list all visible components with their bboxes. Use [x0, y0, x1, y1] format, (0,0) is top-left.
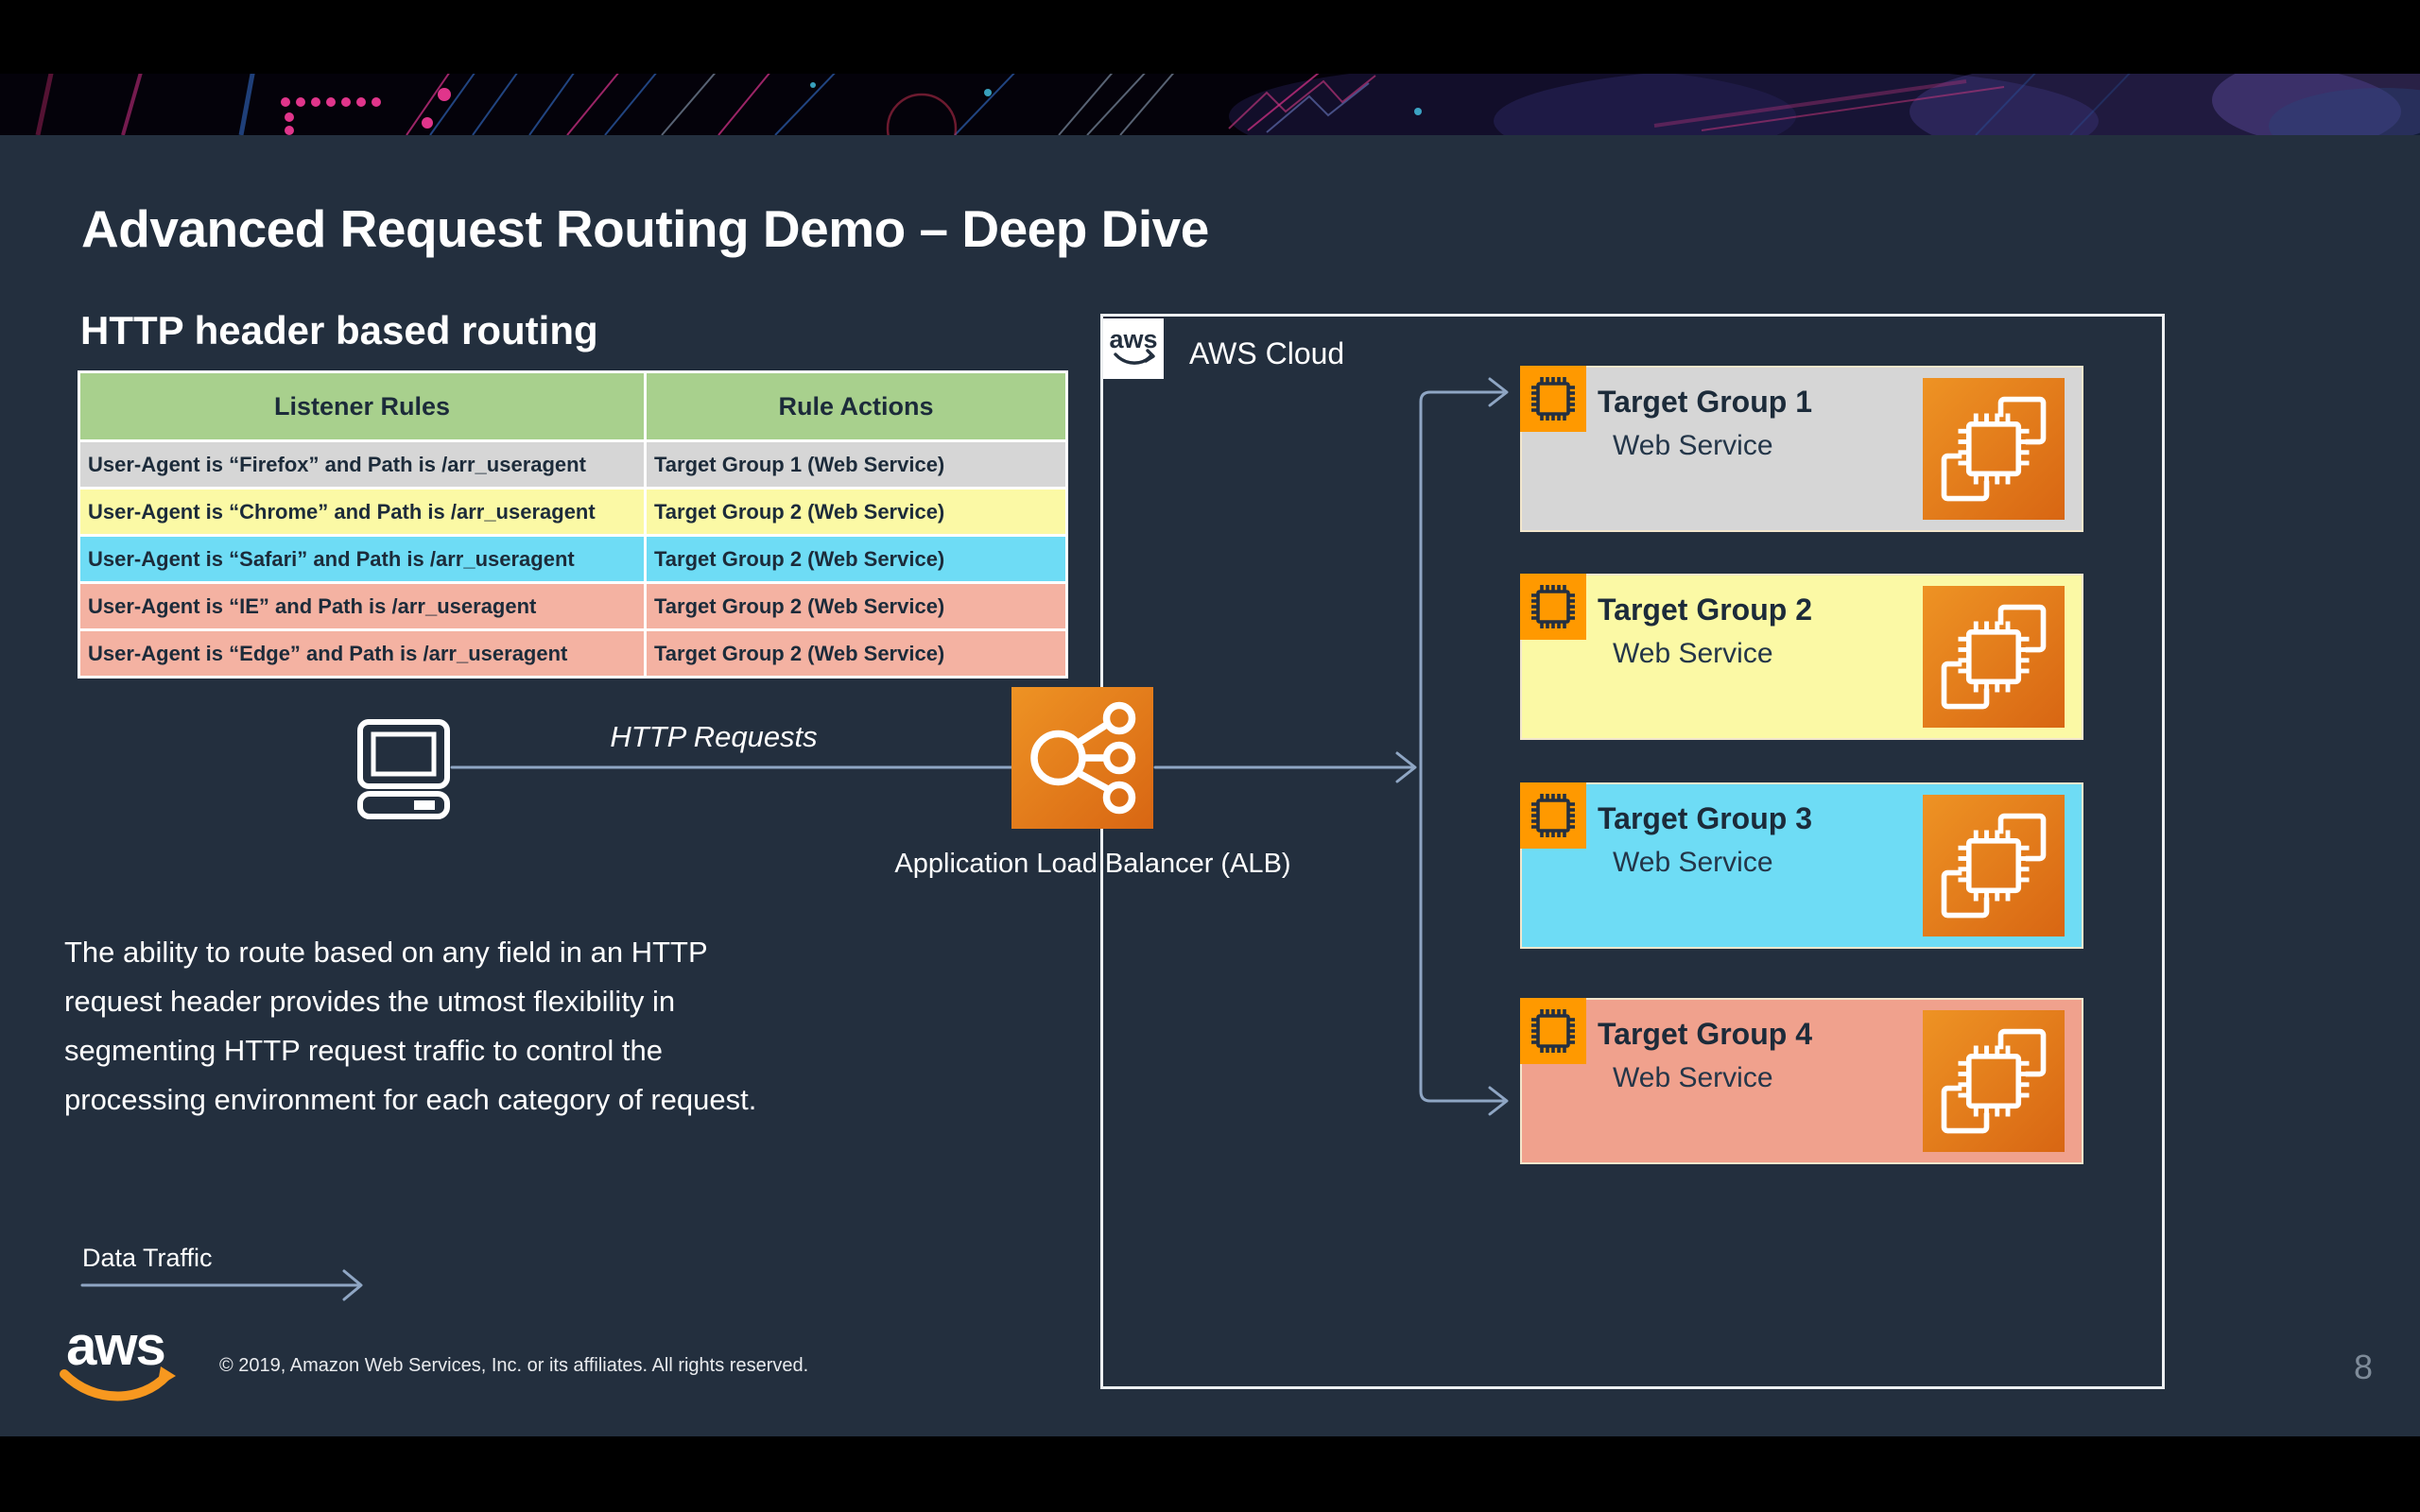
rule-action-cell: Target Group 2 (Web Service): [644, 581, 1068, 631]
target-group-card: Target Group 2 Web Service: [1520, 574, 2083, 740]
target-group-subtitle: Web Service: [1613, 638, 1773, 669]
ec2-instances-icon: [1923, 795, 2065, 936]
target-group-name: Target Group 1: [1598, 385, 1812, 419]
copyright-text: © 2019, Amazon Web Services, Inc. or its…: [219, 1355, 809, 1376]
listener-rule-cell: User-Agent is “IE” and Path is /arr_user…: [78, 581, 647, 631]
table-header-row: Listener Rules Rule Actions: [78, 370, 1068, 442]
target-group-name: Target Group 2: [1598, 593, 1812, 627]
chip-icon: [1520, 782, 1586, 849]
listener-rule-cell: User-Agent is “Edge” and Path is /arr_us…: [78, 628, 647, 679]
aws-smile-logo: aws: [60, 1315, 176, 1401]
page-number: 8: [2353, 1348, 2373, 1386]
listener-rule-cell: User-Agent is “Firefox” and Path is /arr…: [78, 439, 647, 490]
page-title: Advanced Request Routing Demo – Deep Div…: [81, 199, 1209, 258]
rule-action-cell: Target Group 1 (Web Service): [644, 439, 1068, 490]
data-traffic-label: Data Traffic: [82, 1244, 213, 1272]
chip-icon: [1520, 366, 1586, 432]
description-text: The ability to route based on any field …: [64, 936, 757, 1116]
target-group-card: Target Group 1 Web Service: [1520, 366, 2083, 532]
chip-icon: [1520, 998, 1586, 1064]
target-group-card: Target Group 4 Web Service: [1520, 998, 2083, 1164]
aws-logo-icon: aws: [1109, 325, 1158, 365]
table-row: User-Agent is “Chrome” and Path is /arr_…: [78, 487, 1068, 537]
rule-action-cell: Target Group 2 (Web Service): [644, 628, 1068, 679]
aws-cloud-logo: aws: [1103, 318, 1164, 379]
rule-action-cell: Target Group 2 (Web Service): [644, 534, 1068, 584]
target-group-name: Target Group 4: [1598, 1017, 1812, 1051]
table-row: User-Agent is “Edge” and Path is /arr_us…: [78, 628, 1068, 679]
ec2-instances-icon: [1923, 586, 2065, 728]
table-row: User-Agent is “Safari” and Path is /arr_…: [78, 534, 1068, 584]
client-computer-icon: [355, 718, 452, 820]
http-requests-label: HTTP Requests: [610, 720, 818, 753]
target-group-subtitle: Web Service: [1613, 1062, 1773, 1093]
listener-rules-table: Listener Rules Rule Actions User-Agent i…: [78, 370, 1068, 679]
svg-text:aws: aws: [66, 1315, 164, 1377]
aws-cloud-label: AWS Cloud: [1189, 336, 1345, 370]
rule-action-cell: Target Group 2 (Web Service): [644, 487, 1068, 537]
aws-footer-logo: aws: [55, 1315, 180, 1410]
ec2-instances-icon: [1923, 378, 2065, 520]
table-row: User-Agent is “IE” and Path is /arr_user…: [78, 581, 1068, 631]
column-header-listener-rules: Listener Rules: [78, 370, 647, 442]
rules-table-body: User-Agent is “Firefox” and Path is /arr…: [78, 439, 1068, 679]
tech-banner-art: [0, 55, 2420, 176]
alb-icon: [1011, 687, 1153, 829]
target-group-name: Target Group 3: [1598, 801, 1812, 835]
aws-cloud-box: [1100, 314, 2165, 1389]
target-group-card: Target Group 3 Web Service: [1520, 782, 2083, 949]
section-heading: HTTP header based routing: [80, 308, 598, 352]
listener-rule-cell: User-Agent is “Safari” and Path is /arr_…: [78, 534, 647, 584]
column-header-rule-actions: Rule Actions: [644, 370, 1068, 442]
target-group-subtitle: Web Service: [1613, 430, 1773, 461]
ec2-instances-icon: [1923, 1010, 2065, 1152]
tech-banner: [0, 55, 2420, 176]
alb-label: Application Load Balancer (ALB): [894, 849, 1291, 879]
target-group-subtitle: Web Service: [1613, 847, 1773, 878]
chip-icon: [1520, 574, 1586, 640]
listener-rule-cell: User-Agent is “Chrome” and Path is /arr_…: [78, 487, 647, 537]
table-row: User-Agent is “Firefox” and Path is /arr…: [78, 439, 1068, 490]
svg-text:aws: aws: [1109, 325, 1157, 353]
